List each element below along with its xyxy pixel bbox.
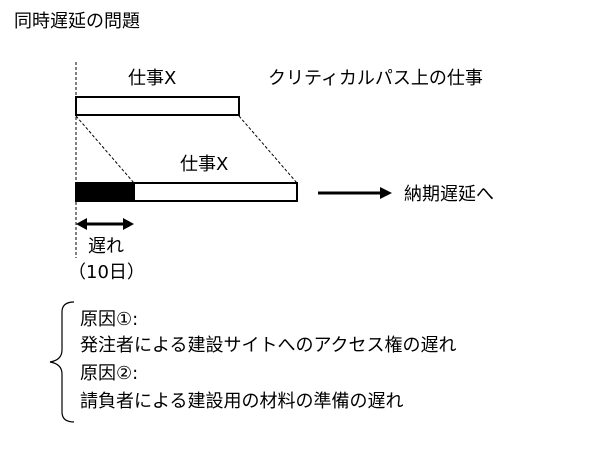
critical-path-label: クリティカルパス上の仕事	[268, 68, 483, 89]
cause-2-text: 請負者による建設用の材料の準備の遅れ	[80, 391, 404, 412]
delay-label: 遅れ	[88, 236, 124, 257]
projection-line-right	[238, 115, 298, 184]
result-label: 納期遅延へ	[404, 184, 494, 205]
result-arrow-head	[380, 187, 392, 199]
task-bar-delayed	[133, 182, 298, 202]
task-top-label: 仕事X	[128, 68, 177, 89]
projection-line-left	[75, 115, 135, 184]
page-title: 同時遅延の問題	[14, 11, 140, 32]
cause-1-title: 原因①:	[80, 309, 139, 330]
cause-1-text: 発注者による建設サイトへのアクセス権の遅れ	[80, 335, 457, 356]
delay-arrow-head-right	[123, 218, 134, 230]
task-bottom-label: 仕事X	[180, 154, 229, 175]
causes-brace	[49, 301, 75, 423]
cause-2-title: 原因②:	[80, 363, 139, 384]
task-bar-planned	[75, 96, 240, 116]
delay-days-label: （10日）	[68, 262, 145, 283]
delay-arrow-head-left	[76, 218, 87, 230]
delay-segment	[75, 182, 135, 202]
